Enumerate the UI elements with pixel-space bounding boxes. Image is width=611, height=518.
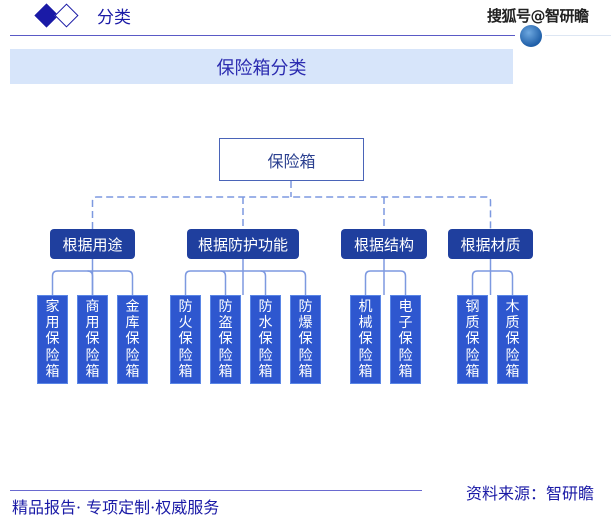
category-node: 根据结构 <box>341 229 427 259</box>
leaf-node: 防爆保险箱 <box>290 295 321 384</box>
leaf-char: 险 <box>45 347 60 364</box>
leaf-bracket <box>51 270 134 295</box>
section-label: 分类 <box>97 8 131 28</box>
leaf-drop <box>260 270 267 295</box>
leaf-node: 防盗保险箱 <box>210 295 241 384</box>
leaf-char: 箱 <box>465 363 480 380</box>
leaf-char: 木 <box>505 299 520 316</box>
leaf-char: 险 <box>398 347 413 364</box>
leaf-char: 保 <box>85 331 100 348</box>
leaf-char: 保 <box>178 331 193 348</box>
leaf-char: 保 <box>125 331 140 348</box>
leaf-char: 防 <box>218 299 233 316</box>
leaf-node: 金库保险箱 <box>117 295 148 384</box>
leaf-char: 险 <box>505 347 520 364</box>
logo-icon <box>520 25 542 47</box>
leaf-char: 保 <box>218 331 233 348</box>
leaf-char: 险 <box>258 347 273 364</box>
leaf-char: 机 <box>358 299 373 316</box>
leaf-char: 保 <box>298 331 313 348</box>
leaf-char: 保 <box>45 331 60 348</box>
leaf-char: 电 <box>398 299 413 316</box>
watermark: 搜狐号@智研瞻 <box>487 7 589 25</box>
leaf-node: 防火保险箱 <box>170 295 201 384</box>
leaf-char: 用 <box>45 315 60 332</box>
category-node: 根据用途 <box>50 229 135 259</box>
leaf-node: 电子保险箱 <box>390 295 421 384</box>
leaf-char: 箱 <box>398 363 413 380</box>
leaf-char: 防 <box>258 299 273 316</box>
leaf-char: 保 <box>258 331 273 348</box>
leaf-char: 险 <box>465 347 480 364</box>
leaf-bracket <box>471 270 514 295</box>
leaf-char: 质 <box>505 315 520 332</box>
source-note: 资料来源：智研瞻 <box>466 484 595 503</box>
leaf-char: 用 <box>85 315 100 332</box>
leaf-char: 商 <box>85 299 100 316</box>
leaf-char: 爆 <box>298 315 313 332</box>
leaf-char: 箱 <box>358 363 373 380</box>
leaf-bracket <box>184 270 307 295</box>
leaf-char: 险 <box>125 347 140 364</box>
leaf-char: 库 <box>125 315 140 332</box>
leaf-char: 险 <box>358 347 373 364</box>
leaf-char: 险 <box>298 347 313 364</box>
leaf-char: 箱 <box>298 363 313 380</box>
leaf-char: 险 <box>85 347 100 364</box>
leaf-node: 商用保险箱 <box>77 295 108 384</box>
leaf-node: 家用保险箱 <box>37 295 68 384</box>
leaf-char: 金 <box>125 299 140 316</box>
page-title: 保险箱分类 <box>10 49 513 84</box>
leaf-char: 质 <box>465 315 480 332</box>
leaf-char: 箱 <box>125 363 140 380</box>
category-node: 根据防护功能 <box>187 229 299 259</box>
leaf-node: 木质保险箱 <box>497 295 528 384</box>
leaf-char: 保 <box>398 331 413 348</box>
leaf-node: 钢质保险箱 <box>457 295 488 384</box>
leaf-char: 保 <box>358 331 373 348</box>
leaf-char: 保 <box>505 331 520 348</box>
leaf-char: 盗 <box>218 315 233 332</box>
leaf-drop <box>87 270 94 295</box>
leaf-drop <box>220 270 227 295</box>
root-node: 保险箱 <box>219 138 364 181</box>
leaf-char: 防 <box>298 299 313 316</box>
leaf-char: 水 <box>258 315 273 332</box>
leaf-char: 险 <box>218 347 233 364</box>
leaf-char: 箱 <box>45 363 60 380</box>
leaf-char: 箱 <box>85 363 100 380</box>
category-node: 根据材质 <box>448 229 533 259</box>
leaf-char: 险 <box>178 347 193 364</box>
leaf-char: 子 <box>398 315 413 332</box>
leaf-char: 箱 <box>178 363 193 380</box>
header-divider-right <box>545 35 611 36</box>
category-bus <box>91 196 492 229</box>
footer-divider <box>10 490 422 491</box>
leaf-node: 防水保险箱 <box>250 295 281 384</box>
leaf-char: 械 <box>358 315 373 332</box>
leaf-char: 火 <box>178 315 193 332</box>
leaf-node: 机械保险箱 <box>350 295 381 384</box>
leaf-char: 家 <box>45 299 60 316</box>
leaf-bracket <box>364 270 407 295</box>
header-divider <box>10 35 515 36</box>
leaf-char: 箱 <box>258 363 273 380</box>
leaf-char: 箱 <box>218 363 233 380</box>
leaf-char: 防 <box>178 299 193 316</box>
leaf-char: 钢 <box>465 299 480 316</box>
leaf-char: 箱 <box>505 363 520 380</box>
leaf-char: 保 <box>465 331 480 348</box>
footer-tagline: 精品报告· 专项定制·权威服务 <box>12 498 220 517</box>
